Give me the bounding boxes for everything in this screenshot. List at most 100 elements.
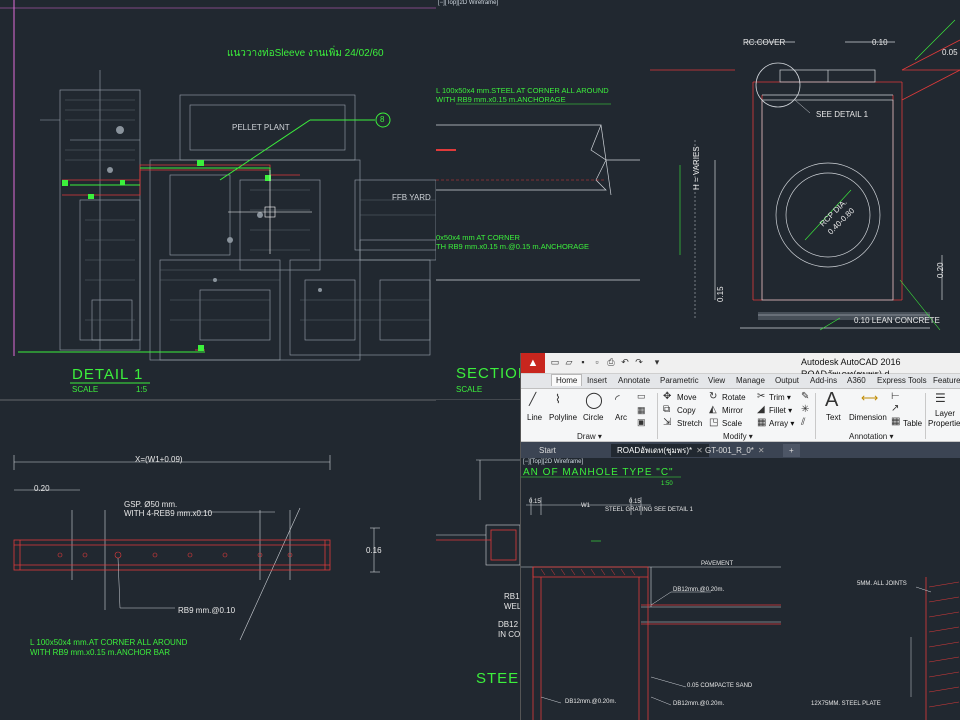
tab-manage[interactable]: Manage bbox=[736, 376, 765, 385]
line-icon[interactable]: ╱ bbox=[529, 392, 537, 406]
open-icon[interactable]: ▱ bbox=[565, 357, 573, 367]
table-icon[interactable]: ▦ bbox=[891, 416, 901, 427]
hatch-icon[interactable]: ▦ bbox=[637, 405, 646, 415]
top-viewport-label[interactable]: [−][Top][2D Wireframe] bbox=[438, 0, 499, 6]
line-button[interactable]: Line bbox=[527, 413, 543, 422]
stretch-icon[interactable]: ⇲ bbox=[663, 417, 672, 428]
new-tab-button[interactable]: + bbox=[783, 444, 800, 457]
mirror-button[interactable]: Mirror bbox=[722, 406, 743, 415]
dimension-icon[interactable]: ⟷ bbox=[861, 391, 879, 405]
tab-view[interactable]: View bbox=[708, 376, 726, 385]
tab-road-drawing[interactable]: ROADอัพเดท(ชุมพร)*✕ bbox=[611, 444, 709, 457]
section-viewport[interactable]: [−][Top][2D Wireframe] L 100x50x4 mm.STE… bbox=[436, 0, 640, 400]
mirror-icon[interactable]: ◭ bbox=[709, 404, 717, 415]
close-icon[interactable]: ✕ bbox=[696, 446, 703, 455]
h-varies-label: H = VARIES bbox=[692, 146, 701, 190]
tab-gt-drawing[interactable]: GT-001_R_0*✕ bbox=[699, 444, 771, 457]
tab-output[interactable]: Output bbox=[775, 376, 800, 385]
dimension-button[interactable]: Dimension bbox=[849, 413, 887, 422]
detail1-drawing bbox=[0, 0, 436, 400]
rotate-icon[interactable]: ↻ bbox=[709, 391, 718, 402]
section-note-1a: L 100x50x4 mm.STEEL AT CORNER ALL AROUND bbox=[436, 86, 609, 95]
dim-020-grating: 0.20 bbox=[34, 484, 50, 493]
grating-viewport[interactable]: X=(W1+0.09) 0.20 GSP. Ø50 mm. WITH 4-REB… bbox=[0, 400, 520, 720]
tab-start[interactable]: Start bbox=[539, 446, 556, 455]
layer-button[interactable]: Layer bbox=[935, 409, 956, 418]
scale-button[interactable]: Scale bbox=[722, 419, 743, 428]
title-bar[interactable]: ▲ ▭ ▱ ▪ ▫ ⎙ ↶ ↷ ▾ Autodesk AutoCAD 2016 … bbox=[521, 353, 960, 379]
text-icon[interactable]: A bbox=[825, 389, 839, 411]
tab-a360[interactable]: A360 bbox=[847, 376, 866, 385]
circle-button[interactable]: Circle bbox=[583, 413, 604, 422]
application-menu-button[interactable]: ▲ bbox=[521, 353, 545, 373]
copy-button[interactable]: Copy bbox=[677, 406, 696, 415]
section-lower-viewport[interactable]: STEEL RB1 WEL DB12 IN CON bbox=[436, 400, 520, 720]
table-button[interactable]: Table bbox=[903, 419, 923, 428]
tab-featured[interactable]: Featured bbox=[933, 376, 960, 385]
fillet-button[interactable]: Fillet ▾ bbox=[769, 406, 793, 415]
circle-icon[interactable]: ◯ bbox=[585, 392, 603, 409]
polyline-icon[interactable]: ⌇ bbox=[555, 392, 561, 406]
dim-016-label: 0.16 bbox=[366, 546, 382, 555]
copy-icon[interactable]: ⧉ bbox=[663, 404, 671, 415]
region-icon[interactable]: ▣ bbox=[637, 417, 646, 427]
wel-label: WEL bbox=[504, 602, 520, 611]
explode-icon[interactable]: ✳ bbox=[801, 404, 810, 415]
move-button[interactable]: Move bbox=[677, 393, 697, 402]
manhole-viewport[interactable]: RC.COVER 0.10 0.05 SEE DETAIL 1 H = VARI… bbox=[640, 0, 960, 353]
trim-icon[interactable]: ✂ bbox=[757, 391, 766, 402]
fillet-icon[interactable]: ◢ bbox=[757, 404, 765, 415]
dim-005-label: 0.05 bbox=[942, 48, 958, 57]
scale-icon[interactable]: ◳ bbox=[709, 417, 719, 428]
tab-annotate[interactable]: Annotate bbox=[618, 376, 651, 385]
tab-home[interactable]: Home bbox=[551, 374, 583, 386]
db12-label-a: DB12mm.@0.20m. bbox=[673, 587, 725, 593]
compact-sand-label: 0.05 COMPACTE SAND bbox=[687, 683, 753, 689]
trim-button[interactable]: Trim ▾ bbox=[769, 393, 791, 402]
incon-label: IN CON bbox=[498, 630, 520, 639]
manhole-drawing bbox=[650, 19, 960, 331]
layer-properties-icon[interactable]: ☰ bbox=[935, 391, 946, 405]
detail1-scale-label: SCALE bbox=[72, 385, 99, 394]
dim-010-label: 0.10 bbox=[872, 38, 888, 47]
arc-icon[interactable]: ◜ bbox=[615, 392, 620, 406]
annotation-panel-title[interactable]: Annotation ▾ bbox=[849, 432, 894, 441]
acad-viewport-label[interactable]: [−][Top][2D Wireframe] bbox=[523, 459, 584, 465]
close-icon[interactable]: ✕ bbox=[757, 446, 765, 455]
move-icon[interactable]: ✥ bbox=[663, 391, 672, 402]
section-drawing bbox=[436, 103, 640, 400]
drawing-area[interactable]: [−][Top][2D Wireframe] AN OF MANHOLE TYP… bbox=[521, 457, 960, 720]
detail1-viewport[interactable]: แนววางท่อSleeve งานเพิ่ม 24/02/60 PELLET… bbox=[0, 0, 436, 400]
tab-parametric[interactable]: Parametric bbox=[660, 376, 699, 385]
save-icon[interactable]: ▪ bbox=[581, 357, 585, 367]
leader-icon[interactable]: ↗ bbox=[891, 403, 900, 414]
layer-properties-button[interactable]: Properties bbox=[928, 419, 960, 428]
undo-icon[interactable]: ↶ bbox=[621, 357, 629, 367]
stretch-button[interactable]: Stretch bbox=[677, 419, 703, 428]
erase-icon[interactable]: ✎ bbox=[801, 391, 810, 402]
document-tab-bar: Start ROADอัพเดท(ชุมพร)*✕ GT-001_R_0*✕ + bbox=[521, 442, 960, 458]
new-icon[interactable]: ▭ bbox=[550, 357, 560, 367]
offset-icon[interactable]: ⫽ bbox=[801, 417, 806, 428]
array-icon[interactable]: ▦ bbox=[757, 417, 767, 428]
grating-drawing bbox=[0, 400, 520, 641]
print-icon[interactable]: ⎙ bbox=[607, 357, 615, 367]
redo-icon[interactable]: ↷ bbox=[635, 357, 643, 367]
draw-panel-title[interactable]: Draw ▾ bbox=[577, 432, 602, 441]
arc-button[interactable]: Arc bbox=[615, 413, 627, 422]
modify-panel-title[interactable]: Modify ▾ bbox=[723, 432, 753, 441]
array-button[interactable]: Array ▾ bbox=[769, 419, 795, 428]
text-button[interactable]: Text bbox=[826, 413, 841, 422]
rectangle-icon[interactable]: ▭ bbox=[637, 391, 646, 401]
linear-dim-icon[interactable]: ⊢ bbox=[891, 391, 900, 402]
tab-express-tools[interactable]: Express Tools bbox=[877, 376, 927, 385]
detail1-scale-value: 1:5 bbox=[136, 385, 148, 394]
rotate-button[interactable]: Rotate bbox=[722, 393, 746, 402]
qat-dropdown-icon[interactable]: ▾ bbox=[654, 357, 660, 367]
plan-scale: 1:50 bbox=[661, 481, 673, 487]
saveas-icon[interactable]: ▫ bbox=[595, 357, 599, 367]
tab-addins[interactable]: Add-ins bbox=[810, 376, 838, 385]
tab-insert[interactable]: Insert bbox=[587, 376, 608, 385]
autocad-window[interactable]: ▲ ▭ ▱ ▪ ▫ ⎙ ↶ ↷ ▾ Autodesk AutoCAD 2016 … bbox=[520, 353, 960, 720]
polyline-button[interactable]: Polyline bbox=[549, 413, 578, 422]
